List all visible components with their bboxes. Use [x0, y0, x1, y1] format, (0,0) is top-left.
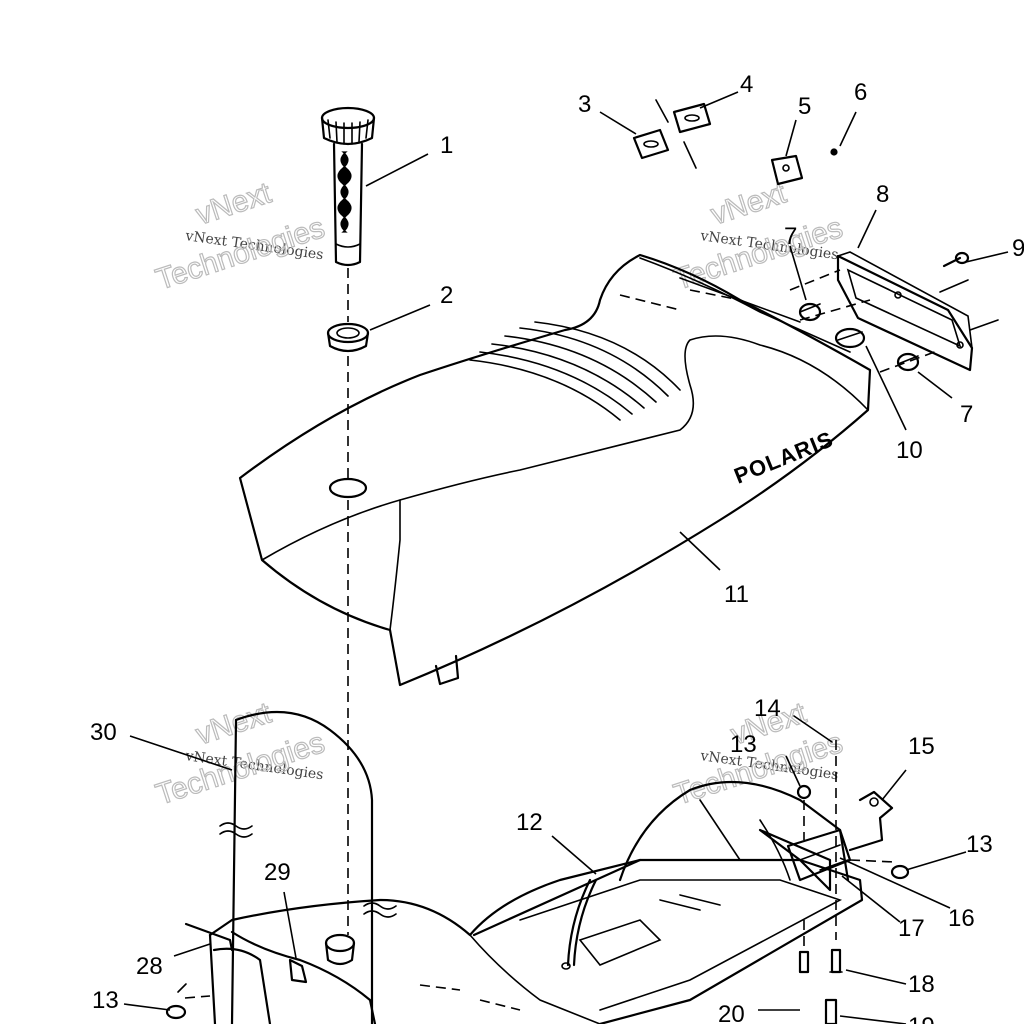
bulb-7a: [798, 302, 822, 322]
nut-13-right: [849, 859, 910, 880]
seat-base-12: [472, 780, 864, 1024]
watermark-1: vNext vNext Technologies Technologies: [151, 176, 329, 297]
plate-bracket-3: [632, 128, 670, 160]
callout-7-lower: 7: [960, 401, 973, 428]
callout-16: 16: [948, 905, 975, 932]
tail-light-housing: [789, 251, 999, 373]
callout-5: 5: [798, 93, 811, 120]
callout-28: 28: [136, 953, 163, 980]
callout-1: 1: [440, 132, 453, 159]
callout-2: 2: [440, 282, 453, 309]
callout-7-upper: 7: [784, 223, 797, 250]
watermark-big-top: vNext: [192, 176, 276, 231]
callout-30: 30: [90, 719, 117, 746]
callout-29: 29: [264, 859, 291, 886]
callout-9: 9: [1012, 235, 1024, 262]
callout-12: 12: [516, 809, 543, 836]
bulb-10: [834, 327, 866, 349]
callout-13-right: 13: [966, 831, 993, 858]
callout-15: 15: [908, 733, 935, 760]
nut-13-left: [165, 983, 211, 1020]
callout-11: 11: [724, 581, 749, 608]
screw-20: [798, 920, 810, 974]
screw-9: [942, 251, 970, 268]
callout-4: 4: [740, 71, 753, 98]
clip-28: [184, 922, 234, 952]
polaris-logo: POLARIS: [731, 426, 838, 488]
callout-14: 14: [754, 695, 781, 722]
fuel-grommet: [326, 322, 370, 353]
bolt-19: [824, 998, 838, 1024]
seat-cover: POLARIS: [238, 253, 872, 687]
fitting-29: [288, 958, 308, 984]
bolt-14: [793, 715, 837, 940]
nut-13-top: [796, 784, 812, 800]
leader-lines: [123, 91, 1009, 1024]
bracket-15: [848, 790, 894, 852]
plate-bracket-4: [672, 102, 712, 134]
plate-bracket-5: [770, 154, 804, 186]
cable-30: [219, 710, 397, 1024]
callout-10: 10: [896, 437, 923, 464]
watermark-3: vNext vNext Technologies Technologies: [151, 696, 329, 812]
callout-6: 6: [854, 79, 867, 106]
callout-19: 19: [908, 1013, 935, 1024]
callout-18: 18: [908, 971, 935, 998]
bulb-7b: [896, 352, 920, 372]
bracket-guide-line: [655, 99, 697, 169]
bolt-18: [829, 948, 843, 974]
callout-20: 20: [718, 1001, 745, 1024]
callout-13-top: 13: [730, 731, 757, 758]
callout-13-left: 13: [92, 987, 119, 1014]
callout-3: 3: [578, 91, 591, 118]
clamp-16-17: [786, 828, 852, 882]
small-nut-6: [830, 148, 838, 156]
callout-labels: 1 2 3 4 5 6 7 8 9 7 10 11 30 14 13 15 12…: [90, 71, 1024, 1024]
fuel-cap-gauge: [320, 106, 376, 267]
callout-17: 17: [898, 915, 925, 942]
callout-8: 8: [876, 181, 889, 208]
